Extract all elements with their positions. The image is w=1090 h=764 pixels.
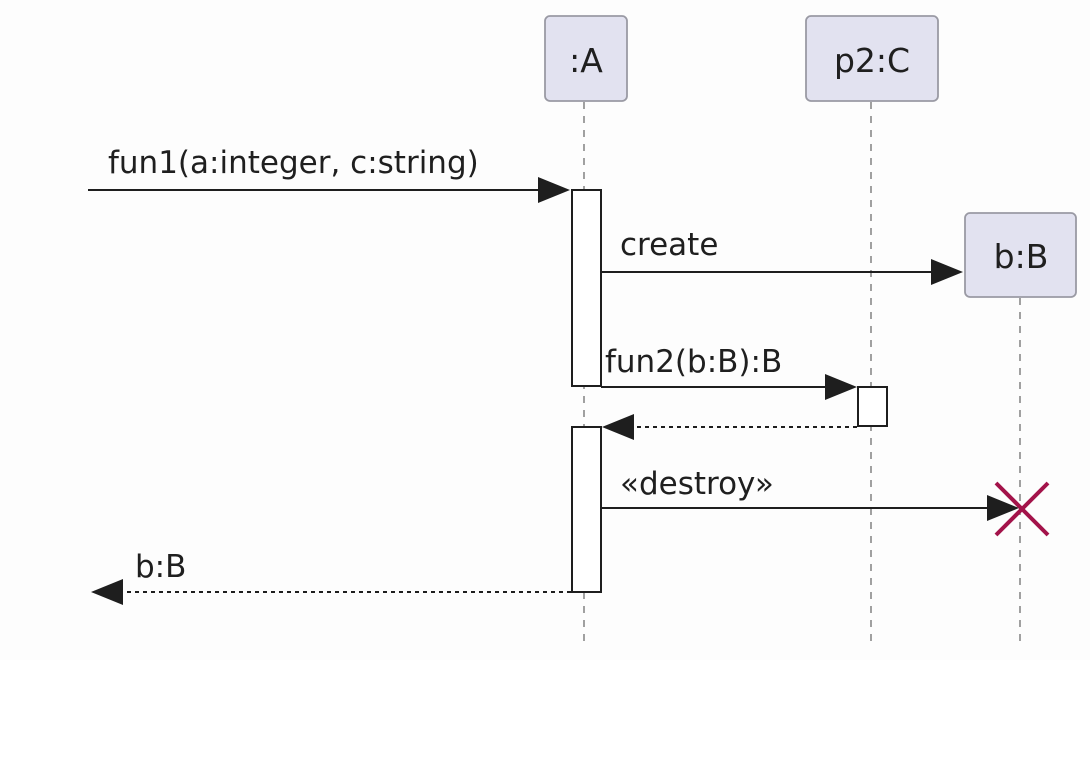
participant-b-label: b:B bbox=[994, 237, 1049, 276]
activation-a-1 bbox=[571, 189, 602, 387]
message-return-bb: b:B bbox=[91, 549, 571, 605]
participant-b[interactable]: b:B bbox=[964, 212, 1077, 298]
diagram-canvas: :A p2:C b:B fun1(a:integer, c:string) cr… bbox=[88, 15, 1077, 645]
arrowhead-create bbox=[931, 259, 963, 285]
message-destroy-label: «destroy» bbox=[620, 466, 774, 502]
activation-p2-c bbox=[857, 386, 888, 427]
participant-a-label: :A bbox=[569, 41, 603, 80]
arrowhead-fun1 bbox=[538, 177, 570, 203]
activation-a-2 bbox=[571, 426, 602, 593]
message-fun2: fun2(b:B):B bbox=[601, 344, 857, 400]
message-fun1: fun1(a:integer, c:string) bbox=[88, 145, 570, 203]
arrowhead-return-bb bbox=[91, 579, 123, 605]
arrowhead-fun2 bbox=[825, 374, 857, 400]
message-return-fun2 bbox=[602, 414, 857, 440]
arrowhead-destroy bbox=[987, 495, 1019, 521]
message-fun2-label: fun2(b:B):B bbox=[605, 344, 782, 380]
message-return-bb-label: b:B bbox=[135, 549, 186, 585]
message-create-label: create bbox=[620, 227, 718, 263]
participant-p2-c[interactable]: p2:C bbox=[805, 15, 939, 102]
destroy-x-icon bbox=[994, 481, 1050, 537]
sequence-diagram: :A p2:C b:B fun1(a:integer, c:string) cr… bbox=[88, 15, 1077, 645]
message-fun1-label: fun1(a:integer, c:string) bbox=[108, 145, 479, 181]
participant-a[interactable]: :A bbox=[544, 15, 628, 102]
participant-b-box bbox=[964, 212, 1077, 298]
arrowhead-return-fun2 bbox=[602, 414, 634, 440]
message-create: create bbox=[601, 227, 963, 285]
participant-a-box bbox=[544, 15, 628, 102]
participant-p2-c-box bbox=[805, 15, 939, 102]
participant-p2-c-label: p2:C bbox=[834, 41, 910, 80]
message-destroy: «destroy» bbox=[601, 466, 1019, 521]
